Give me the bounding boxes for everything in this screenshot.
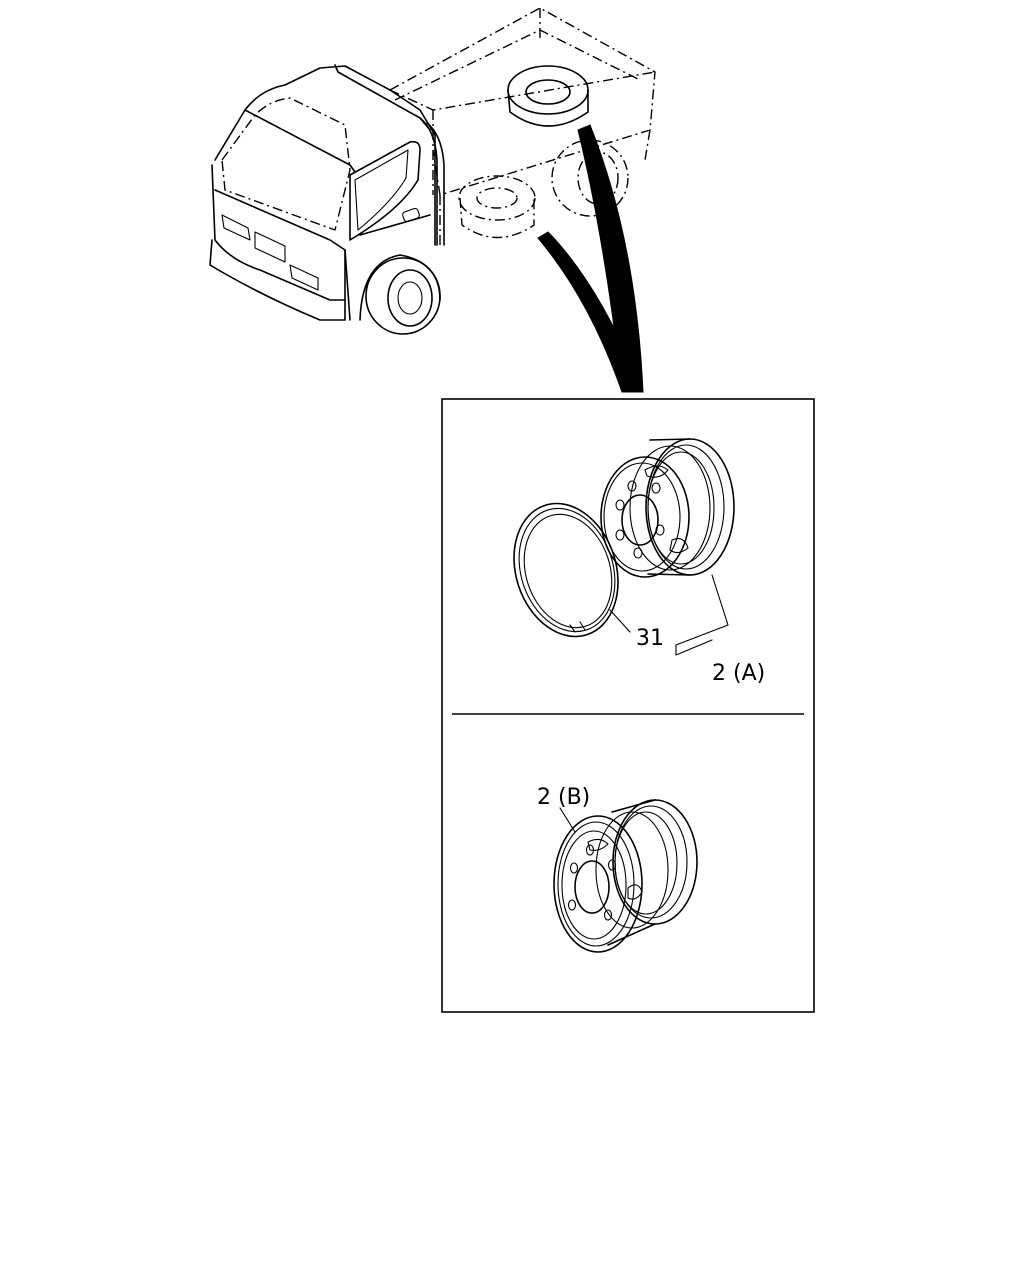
truck-cab: [209, 64, 445, 321]
front-wheel: [359, 254, 441, 335]
side-ring: [513, 502, 619, 638]
wheel-a: [600, 438, 735, 578]
callout-31: 31: [636, 626, 664, 651]
leader-31: [609, 609, 631, 633]
callout-2b: 2 (B): [537, 785, 590, 810]
callout-2a: 2 (A): [712, 661, 765, 686]
leader-2a: [675, 574, 729, 656]
spare-tire-on-bed: [507, 65, 589, 127]
wheel-b: [553, 799, 698, 953]
truck-illustration: [209, 7, 656, 393]
spare-tire-under-bed: [458, 175, 536, 239]
wheel-a-assembly: [513, 438, 735, 656]
leader-2b: [559, 807, 576, 833]
detail-frame: [441, 398, 815, 1013]
pointer-arrow: [537, 124, 644, 393]
cargo-bed: [389, 7, 656, 245]
